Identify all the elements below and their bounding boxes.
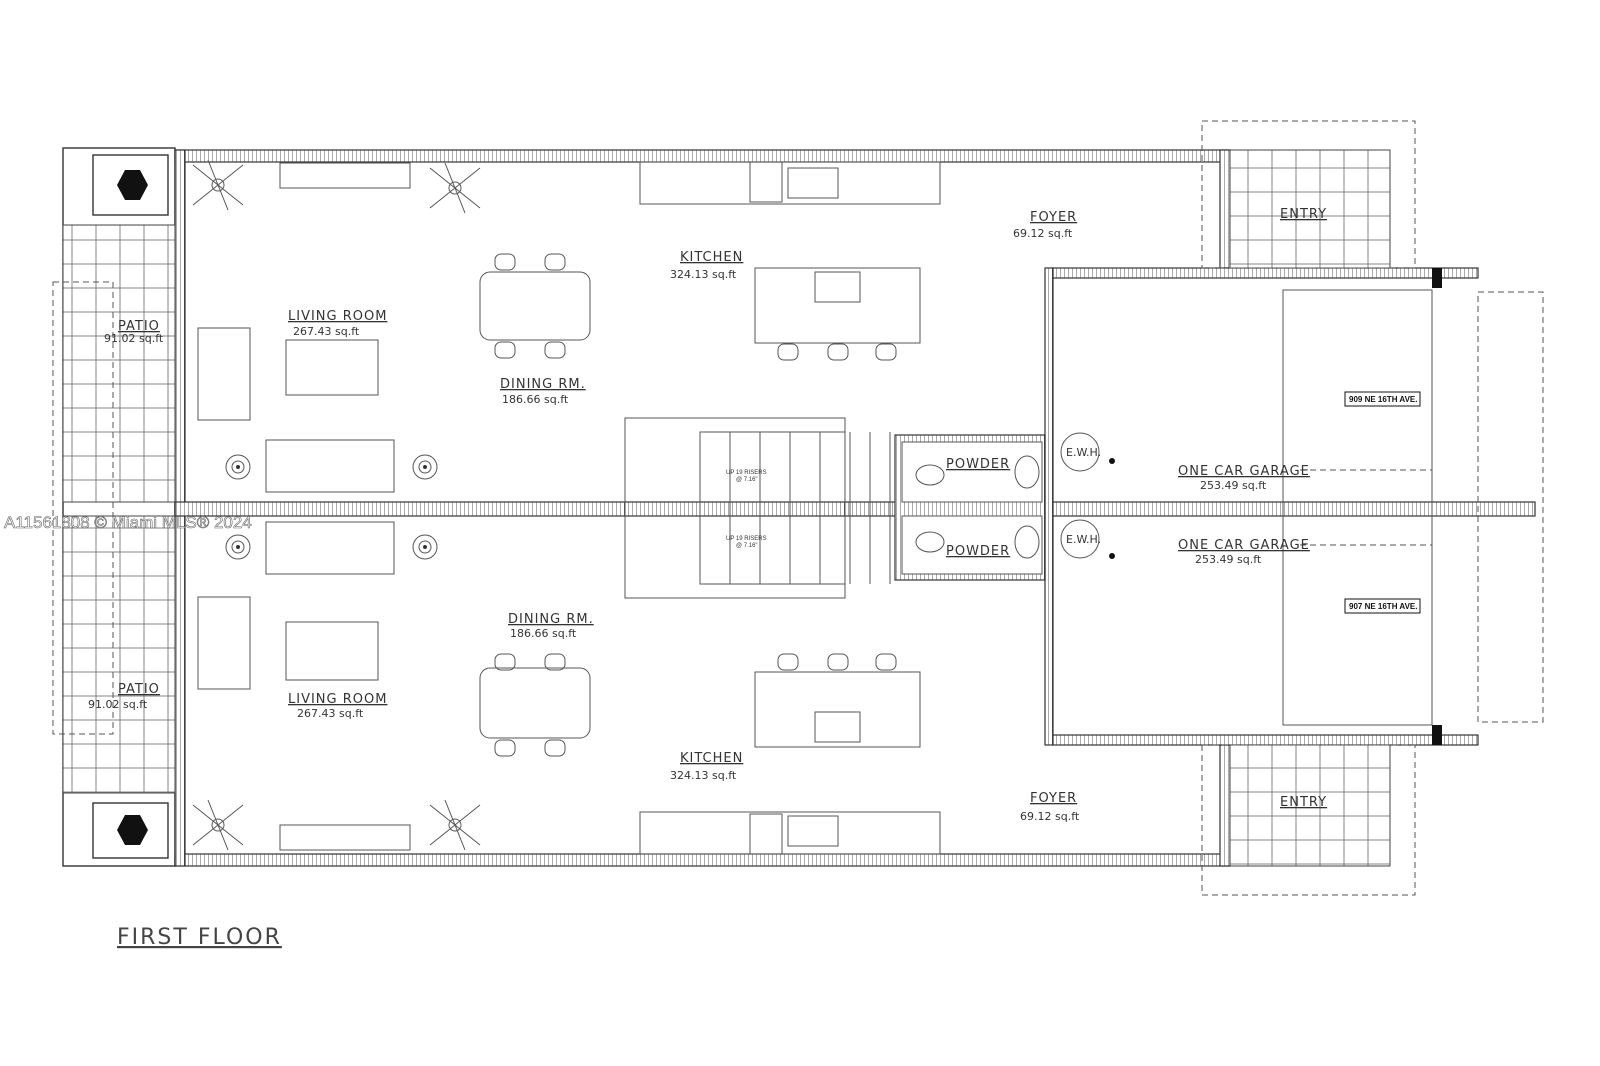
dining-area: 186.66 sq.ft: [502, 393, 569, 406]
dining-label: DINING RM.: [500, 377, 586, 392]
dining-table: [479, 271, 591, 341]
foyer-label: FOYER: [1030, 210, 1077, 225]
garage-label: ONE CAR GARAGE: [1178, 538, 1310, 553]
patio-label: PATIO: [118, 682, 160, 697]
address-tag: 907 NE 16TH AVE.: [1349, 602, 1417, 611]
kitchen-label: KITCHEN: [680, 751, 743, 766]
toilet-icon: [915, 531, 945, 553]
garage-label: ONE CAR GARAGE: [1178, 464, 1310, 479]
media-console: [279, 162, 411, 189]
coffee-table: [285, 621, 379, 681]
mls-watermark: A11561808 © Miami MLS® 2024: [4, 513, 252, 532]
foyer-label: FOYER: [1030, 791, 1077, 806]
foyer-area: 69.12 sq.ft: [1020, 810, 1080, 823]
ewh-label: E.W.H.: [1066, 446, 1101, 459]
coffee-table: [285, 339, 379, 396]
sofa: [197, 596, 251, 690]
entry-label: ENTRY: [1280, 207, 1327, 222]
powder-label: POWDER: [946, 544, 1010, 559]
sofa: [265, 439, 395, 493]
drawing-title: FIRST FLOOR: [117, 925, 282, 950]
living-room-area: 267.43 sq.ft: [293, 325, 360, 338]
patio-area: [52, 147, 176, 867]
kitchen-island: [754, 671, 921, 748]
address-tag: 909 NE 16TH AVE.: [1349, 395, 1417, 404]
water-heater-icon: [1060, 432, 1100, 472]
sink-icon: [787, 815, 839, 847]
stairs-note-riser: @ 7.16": [736, 477, 758, 483]
toilet-icon: [915, 464, 945, 486]
sink-icon: [1014, 455, 1040, 489]
grill-icon: [117, 815, 148, 845]
sink-icon: [1014, 525, 1040, 559]
living-room-area: 267.43 sq.ft: [297, 707, 364, 720]
dining-table: [479, 667, 591, 739]
stairs-note-riser: @ 7.16": [736, 543, 758, 549]
kitchen-counters: [639, 161, 941, 855]
dining-area: 186.66 sq.ft: [510, 627, 577, 640]
kitchen-area: 324.13 sq.ft: [670, 769, 737, 782]
living-room-label: LIVING ROOM: [288, 692, 387, 707]
furniture: [192, 159, 591, 851]
patio-label: PATIO: [118, 319, 160, 334]
stairs-note: UP 19 RISERS: [726, 536, 767, 542]
unit-907-labels: PATIO 91.02 sq.ft LIVING ROOM 267.43 sq.…: [88, 533, 1421, 823]
sofa: [197, 327, 251, 421]
entry-and-garage: [1109, 120, 1544, 896]
patio-area-text: 91.02 sq.ft: [88, 698, 148, 711]
party-wall: [174, 501, 1536, 517]
garage-area: 253.49 sq.ft: [1200, 479, 1267, 492]
foyer-area: 69.12 sq.ft: [1013, 227, 1073, 240]
kitchen-area: 324.13 sq.ft: [670, 268, 737, 281]
sink-icon: [787, 167, 839, 199]
unit-909-labels: PATIO 91.02 sq.ft LIVING ROOM 267.43 sq.…: [104, 207, 1421, 492]
stairs-note: UP 19 RISERS: [726, 470, 767, 476]
dining-label: DINING RM.: [508, 612, 594, 627]
media-console: [279, 824, 411, 851]
stairs-and-powder: [624, 417, 1100, 599]
entry-label: ENTRY: [1280, 795, 1327, 810]
ewh-label: E.W.H.: [1066, 533, 1101, 546]
sofa: [265, 521, 395, 575]
garage-area: 253.49 sq.ft: [1195, 553, 1262, 566]
cooktop-icon: [814, 271, 861, 303]
powder-label: POWDER: [946, 457, 1010, 472]
living-room-label: LIVING ROOM: [288, 309, 387, 324]
cooktop-icon: [814, 711, 861, 743]
grill-icon: [117, 170, 148, 200]
patio-area-text: 91.02 sq.ft: [104, 332, 164, 345]
kitchen-island: [754, 267, 921, 344]
water-heater-icon: [1060, 519, 1100, 559]
kitchen-label: KITCHEN: [680, 250, 743, 265]
